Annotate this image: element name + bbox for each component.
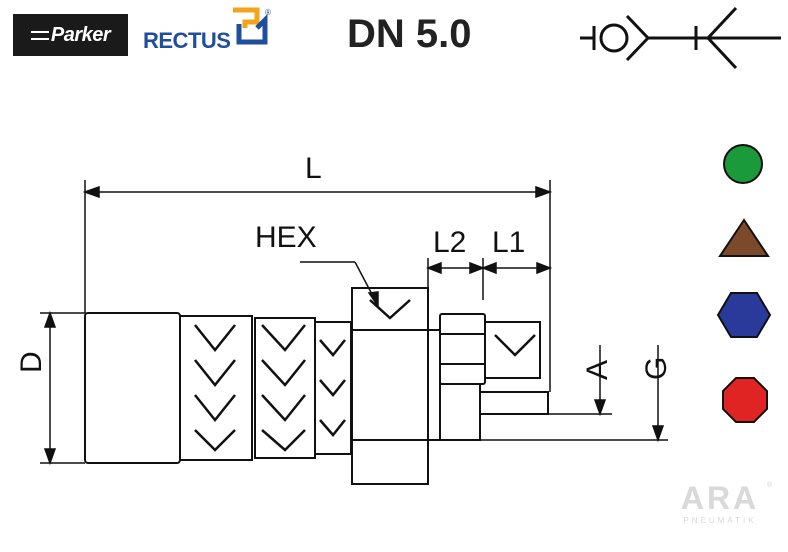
ara-watermark-word: ARA [680, 480, 760, 516]
blue-hexagon-icon [716, 292, 772, 338]
dimension-D [40, 310, 85, 466]
rectus-logo-text: RECTUS [143, 28, 231, 53]
rectus-mark-icon: ® [233, 7, 271, 45]
green-circle-icon [723, 144, 763, 184]
dimension-L [82, 180, 553, 392]
coupling-body-outline [84, 287, 549, 485]
dimension-label-G: G [640, 357, 673, 380]
brown-triangle-icon [718, 218, 770, 257]
parker-logo: Parker [13, 14, 128, 56]
ara-watermark-sub: PNEUMATIK [683, 516, 757, 525]
dimension-G [480, 345, 668, 443]
dimension-A [548, 345, 612, 417]
rectus-trademark: ® [265, 8, 271, 17]
dimension-label-HEX: HEX [255, 221, 317, 254]
dimension-label-D: D [15, 351, 48, 373]
rectus-logo: RECTUS ® [143, 6, 273, 56]
parker-logo-text: Parker [50, 23, 111, 46]
dimension-label-L2: L2 [433, 226, 466, 259]
parker-logo-bars [30, 30, 49, 40]
check-valve-coupling-symbol-icon [580, 6, 781, 70]
dimension-L1-L2 [425, 258, 553, 300]
dimension-label-L: L [305, 152, 322, 185]
knurl-pattern [194, 299, 536, 452]
ara-pneumatik-watermark: ARA ® PNEUMATIK [665, 480, 775, 530]
red-octagon-icon [722, 377, 768, 423]
dimension-label-L1: L1 [492, 226, 525, 259]
page-title: DN 5.0 [347, 12, 472, 56]
hex-leader [300, 261, 379, 309]
dimension-label-A: A [581, 360, 614, 380]
ara-watermark-reg: ® [767, 482, 773, 489]
